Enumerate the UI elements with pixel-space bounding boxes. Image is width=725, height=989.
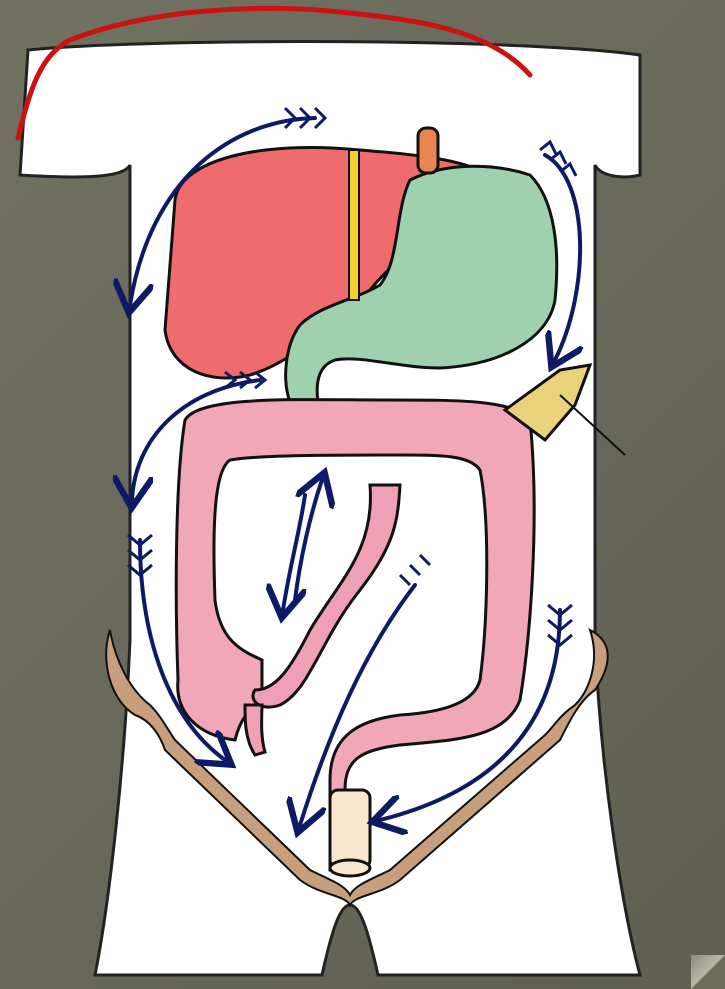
rectum-opening — [330, 860, 370, 876]
esophagus-icon — [418, 128, 438, 173]
rectum-icon — [330, 790, 370, 868]
page-curl-corner — [691, 955, 725, 989]
ligament-icon — [349, 150, 359, 300]
